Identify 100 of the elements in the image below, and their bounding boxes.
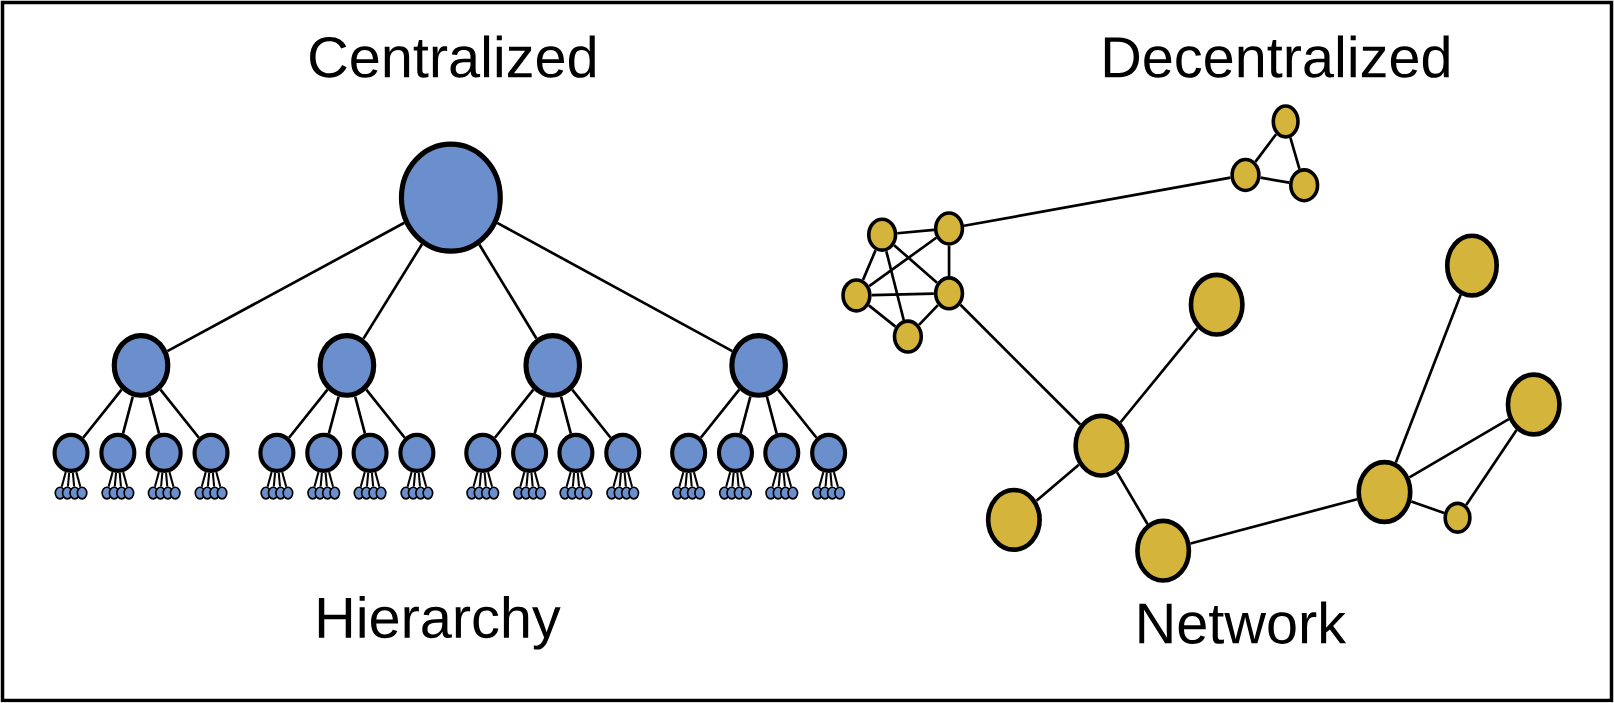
connector-line [487, 471, 494, 488]
connector-line [829, 472, 833, 487]
connector-line [824, 472, 828, 487]
circle-node [763, 432, 801, 473]
connector-line [118, 472, 122, 487]
circle-node [716, 432, 754, 473]
connector-line [313, 471, 320, 488]
connector-line [272, 472, 277, 487]
connector-line [370, 472, 375, 487]
connector-line [1465, 429, 1518, 506]
connector-line [861, 249, 877, 281]
circle-node [604, 432, 642, 473]
connector-line [82, 388, 123, 439]
connector-line [678, 471, 685, 488]
circle-node [258, 432, 296, 473]
circle-node [52, 432, 90, 473]
connector-line [618, 472, 622, 487]
circle-node [511, 432, 549, 473]
heading-text: Network [1139, 601, 1347, 644]
connector-line [782, 472, 786, 487]
connector-line [765, 396, 778, 434]
connector-line [478, 472, 482, 487]
connector-line [359, 471, 366, 488]
connector-line [159, 388, 200, 439]
connector-line [472, 471, 479, 488]
connector-line [353, 396, 367, 434]
connector-line [736, 472, 740, 487]
circle-node [1356, 459, 1413, 525]
connector-line [277, 472, 282, 487]
connector-line [121, 396, 135, 434]
connector-line [533, 471, 540, 488]
circle-node [351, 432, 389, 473]
connector-line [365, 472, 370, 487]
connector-line [421, 471, 428, 488]
heading-text: Hierarchy [318, 595, 561, 650]
connector-line [1410, 500, 1445, 515]
connector-line [519, 471, 526, 488]
connector-line [897, 228, 935, 235]
connector-line [777, 472, 781, 487]
connector-line [412, 472, 417, 487]
connector-line [288, 388, 329, 439]
connector-line [627, 471, 634, 488]
connector-line [71, 472, 76, 487]
connector-line [406, 471, 413, 488]
circle-node [398, 141, 503, 254]
circle-node [892, 319, 924, 354]
connector-line [1260, 176, 1290, 184]
connector-line [327, 396, 340, 434]
connector-line [153, 471, 160, 488]
connector-line [576, 472, 581, 487]
connector-line [777, 388, 818, 439]
connector-line [113, 472, 118, 487]
connector-line [107, 471, 114, 488]
connector-line [580, 471, 587, 488]
connector-line [211, 472, 216, 487]
connector-line [571, 388, 612, 439]
connector-line [739, 471, 746, 488]
circle-node [305, 432, 343, 473]
connector-line [324, 472, 328, 487]
connector-line [530, 472, 534, 487]
circle-node [145, 432, 183, 473]
connector-line [533, 396, 546, 434]
circle-node [1443, 501, 1472, 534]
connector-line [328, 471, 335, 488]
connector-line [1190, 497, 1358, 545]
connector-line [692, 471, 699, 488]
connector-line [374, 471, 381, 488]
connector-line [483, 472, 487, 487]
circle-node [841, 278, 872, 313]
circle-node [1135, 518, 1192, 583]
circle-node [866, 217, 898, 252]
circle-node [1289, 168, 1320, 203]
connector-line [818, 471, 825, 488]
connector-line [893, 244, 938, 284]
connector-line [689, 472, 693, 487]
connector-line [623, 472, 627, 487]
connector-line [1394, 294, 1462, 464]
connector-line [1119, 327, 1199, 424]
connector-line [122, 471, 129, 488]
circle-node [985, 487, 1042, 552]
connector-line [868, 304, 897, 328]
connector-line [1408, 418, 1510, 479]
connector-line [959, 303, 1082, 426]
connector-line [871, 292, 934, 297]
connector-line [266, 471, 273, 488]
connector-line [725, 471, 732, 488]
circle-node [317, 333, 377, 398]
connector-line [66, 472, 71, 487]
circle-node [398, 432, 436, 473]
circle-node [1444, 233, 1499, 298]
connector-line [963, 176, 1231, 228]
connector-line [206, 472, 211, 487]
circle-node [810, 432, 848, 473]
circle-node [933, 276, 965, 311]
connector-line [496, 221, 733, 353]
connector-line [168, 471, 175, 488]
connector-line [215, 471, 222, 488]
connector-line [918, 304, 939, 326]
circle-node [111, 333, 171, 398]
connector-line [362, 243, 424, 340]
